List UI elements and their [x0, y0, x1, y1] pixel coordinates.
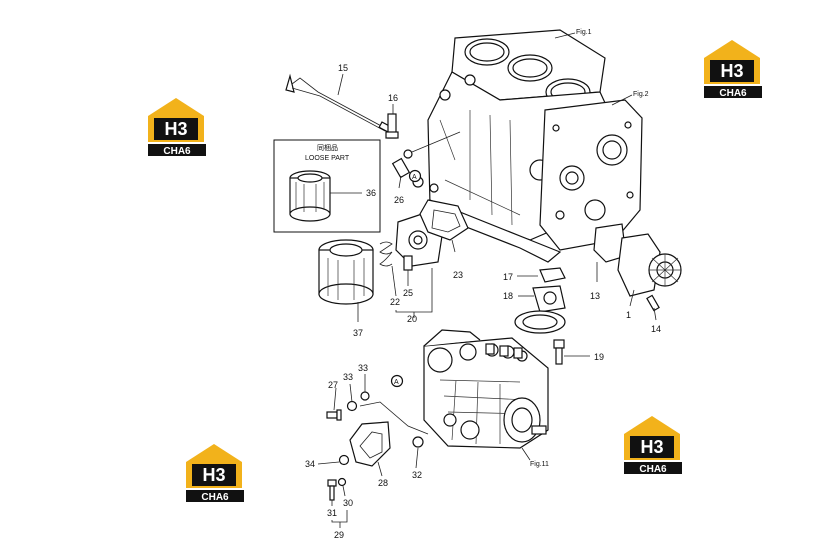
part-label-36: 36: [366, 188, 376, 198]
callout-a-top: [408, 169, 422, 183]
injection-pump: [423, 329, 549, 449]
part-label-19: 19: [594, 352, 604, 362]
dipstick: [285, 73, 392, 133]
logo-mark: H3: [164, 119, 187, 139]
logo-text: CHA6: [719, 88, 747, 99]
leader-fig11: [521, 447, 531, 461]
part-label-37: 37: [353, 328, 363, 338]
engine-block: [412, 29, 643, 263]
leader-26: [398, 175, 402, 189]
leader-23: [451, 239, 456, 253]
part-label-16: 16: [388, 93, 398, 103]
part-label-18: 18: [503, 291, 513, 301]
leader-fig1: [554, 32, 576, 39]
callout-a-bottom-label: A: [394, 379, 399, 386]
logo-mark: H3: [640, 437, 663, 457]
leader-32: [415, 447, 419, 469]
fig11-ref: Fig.11: [530, 461, 549, 468]
oil-filter: [318, 239, 374, 305]
leader-27: [333, 387, 337, 411]
watermark-logo-top-left: H3 CHA6: [148, 98, 206, 157]
part-label-32: 32: [412, 470, 422, 480]
leader-14: [653, 307, 657, 321]
part-label-33a: 33: [343, 372, 353, 382]
logo-mark: H3: [202, 465, 225, 485]
part-label-1: 1: [626, 310, 631, 320]
oil-strainer: [514, 267, 566, 365]
part-label-23: 23: [453, 270, 463, 280]
part-label-13: 13: [590, 291, 600, 301]
watermark-logo-bottom-right: H3 CHA6: [624, 416, 682, 475]
part-label-26: 26: [394, 195, 404, 205]
leader-1: [629, 289, 635, 307]
oil-pressure-switch: [391, 131, 461, 179]
dipstick-guide: [385, 113, 399, 139]
logo-text: CHA6: [639, 464, 667, 475]
part-label-33b: 33: [358, 363, 368, 373]
part-label-31: 31: [327, 508, 337, 518]
loose-part-box: 同梱品 LOOSE PART: [273, 139, 381, 233]
leader-22: [391, 265, 397, 297]
callout-a-bottom: [390, 374, 404, 388]
part-label-28: 28: [378, 478, 388, 488]
logo-mark: H3: [720, 61, 743, 81]
oil-pump: [593, 223, 682, 312]
loose-part-jp: 同梱品: [317, 143, 338, 152]
watermark-logo-top-right: H3 CHA6: [704, 40, 762, 99]
part-label-25: 25: [403, 288, 413, 298]
leader-15: [337, 73, 344, 96]
part-label-20: 20: [407, 314, 417, 324]
leader-28: [377, 461, 383, 477]
loose-part-en: LOOSE PART: [305, 155, 350, 162]
fig1-ref: Fig.1: [576, 29, 592, 36]
leader-fig2: [611, 94, 633, 106]
part-label-27: 27: [328, 380, 338, 390]
part-label-34: 34: [305, 459, 315, 469]
part-label-17: 17: [503, 272, 513, 282]
bracket-gasket: [419, 199, 469, 241]
part-label-22: 22: [390, 297, 400, 307]
part-label-15: 15: [338, 63, 348, 73]
leader-33a: [349, 383, 353, 403]
part-label-14: 14: [651, 324, 661, 334]
logo-text: CHA6: [163, 146, 191, 157]
leader-34: [317, 461, 340, 465]
bracket-20: [395, 268, 433, 313]
fig2-ref: Fig.2: [633, 91, 649, 98]
logo-text: CHA6: [201, 492, 229, 503]
leader-30: [342, 485, 346, 497]
lubrication-pipe: [326, 391, 429, 501]
part-label-29: 29: [334, 530, 344, 540]
callout-a-top-label: A: [412, 174, 417, 181]
watermark-logo-bottom-left: H3 CHA6: [186, 444, 244, 503]
part-label-30: 30: [343, 498, 353, 508]
bracket-29: [331, 510, 348, 523]
